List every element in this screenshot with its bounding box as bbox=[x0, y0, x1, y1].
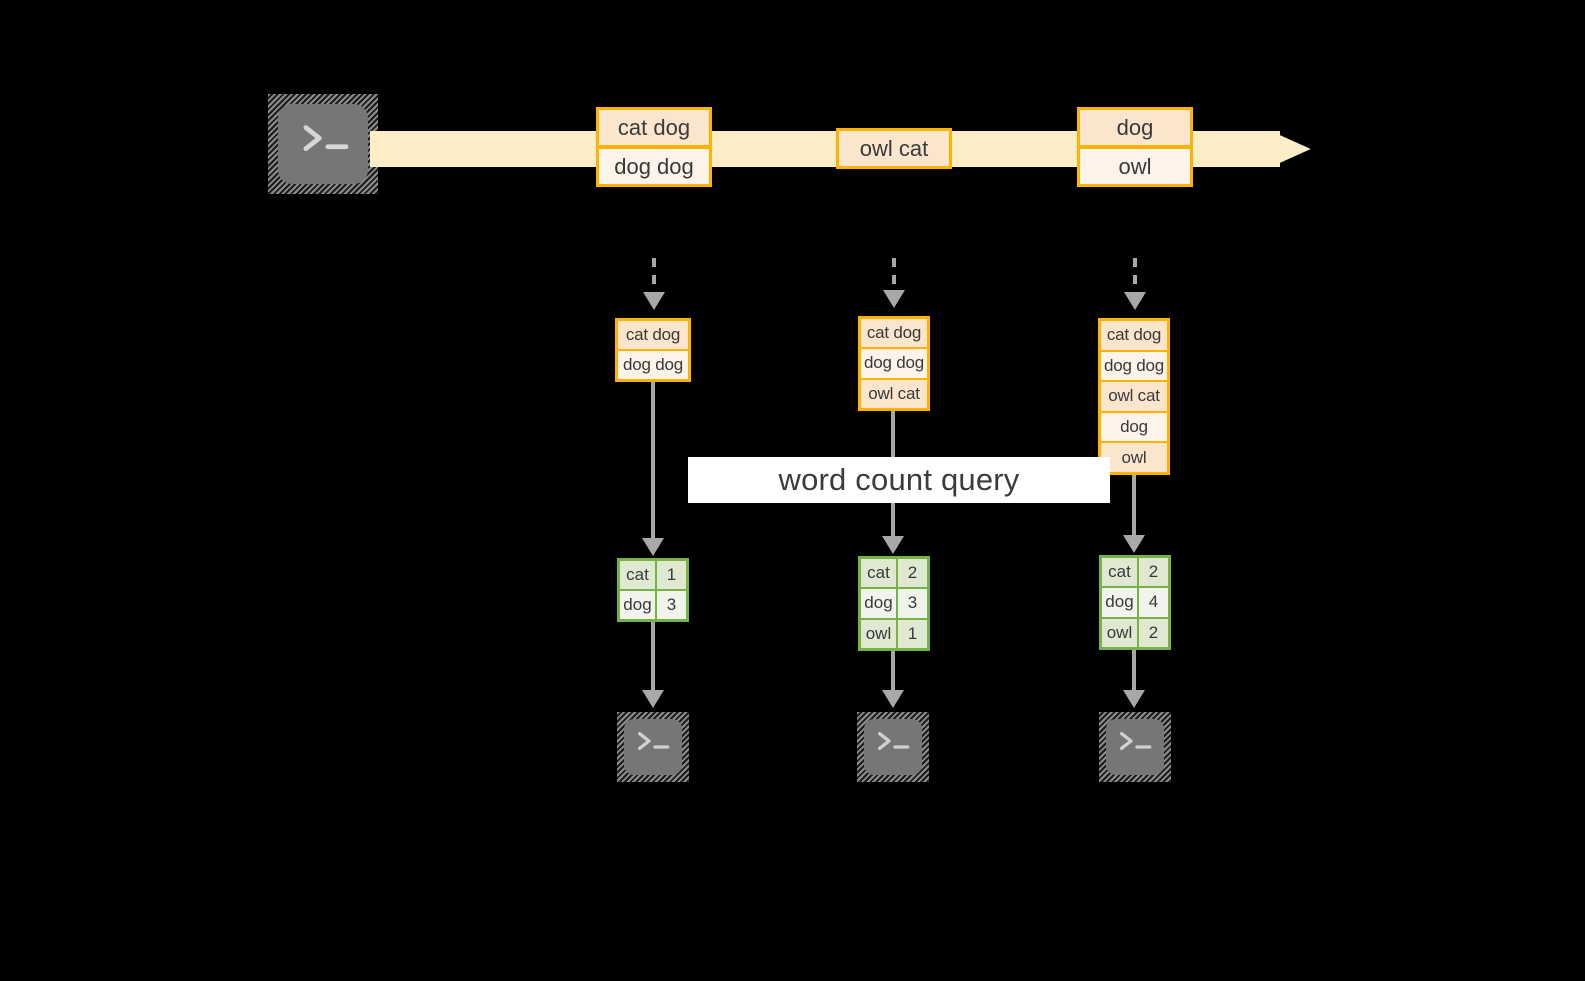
result-count: 4 bbox=[1148, 592, 1159, 612]
source-terminal-icon[interactable] bbox=[268, 94, 378, 194]
query-label: word count query bbox=[778, 462, 1020, 497]
query-label-band: word count query bbox=[688, 457, 1110, 503]
result-word: dog bbox=[1102, 588, 1139, 617]
snapshot-row-label: owl cat bbox=[1108, 386, 1160, 406]
stream-record[interactable]: owl cat bbox=[836, 128, 952, 169]
snapshot-row: owl cat bbox=[1101, 382, 1167, 413]
sink-terminal-icon[interactable] bbox=[617, 712, 689, 782]
snapshot-connector-dashed bbox=[652, 258, 656, 294]
terminal-prompt-glyph bbox=[1120, 732, 1152, 750]
result-count: 3 bbox=[666, 595, 677, 614]
terminal-prompt-glyph bbox=[303, 125, 349, 152]
snapshot-stack[interactable]: cat dog dog dog bbox=[615, 318, 691, 382]
query-connector-arrowhead bbox=[642, 538, 664, 556]
result-count: 2 bbox=[907, 563, 918, 583]
snapshot-row-label: owl bbox=[1121, 447, 1147, 467]
result-count: 1 bbox=[666, 565, 677, 584]
sink-terminal-icon[interactable] bbox=[1099, 712, 1171, 782]
snapshot-row-label: owl cat bbox=[868, 383, 920, 403]
snapshot-connector-arrowhead bbox=[883, 290, 905, 308]
stream-record-label: dog dog bbox=[614, 153, 694, 179]
snapshot-connector-dashed bbox=[892, 258, 896, 292]
query-connector-arrowhead bbox=[882, 536, 904, 554]
result-word: cat bbox=[1102, 558, 1139, 587]
snapshot-row: dog dog bbox=[618, 351, 688, 379]
snapshot-row: cat dog bbox=[861, 319, 927, 350]
snapshot-row: cat dog bbox=[618, 321, 688, 351]
result-table[interactable]: cat 1 dog 3 bbox=[617, 558, 689, 622]
snapshot-row: cat dog bbox=[1101, 321, 1167, 352]
snapshot-row: owl cat bbox=[861, 379, 927, 408]
result-word: owl bbox=[1102, 618, 1139, 647]
stream-band-arrowhead bbox=[1276, 133, 1311, 165]
snapshot-row: owl bbox=[1101, 443, 1167, 472]
result-word: dog bbox=[861, 589, 898, 618]
result-word: cat bbox=[861, 559, 898, 588]
stream-record-label: dog bbox=[1116, 114, 1154, 140]
snapshot-row-label: dog bbox=[1120, 417, 1148, 437]
result-row: owl 1 bbox=[861, 619, 927, 648]
stream-record[interactable]: cat dog bbox=[596, 107, 712, 148]
sink-connector-line bbox=[651, 622, 655, 694]
result-row: cat 1 bbox=[620, 561, 686, 591]
snapshot-connector-dashed bbox=[1133, 258, 1137, 294]
snapshot-row-label: cat dog bbox=[625, 325, 681, 344]
result-word: cat bbox=[620, 561, 657, 589]
stream-record[interactable]: dog dog bbox=[596, 146, 712, 187]
result-row: cat 2 bbox=[861, 559, 927, 590]
sink-connector-line bbox=[1132, 650, 1136, 694]
sink-connector-arrowhead bbox=[1123, 690, 1145, 708]
terminal-prompt-glyph bbox=[878, 732, 910, 750]
snapshot-row-label: dog dog bbox=[1103, 355, 1165, 375]
query-connector-line bbox=[651, 382, 655, 542]
snapshot-connector-arrowhead bbox=[643, 292, 665, 310]
snapshot-row: dog bbox=[1101, 412, 1167, 444]
result-count: 2 bbox=[1148, 622, 1159, 642]
stream-record[interactable]: owl bbox=[1077, 146, 1193, 187]
snapshot-stack[interactable]: cat dog dog dog owl cat dog owl bbox=[1098, 318, 1170, 475]
result-word: owl bbox=[861, 619, 898, 648]
snapshot-row: dog dog bbox=[861, 349, 927, 380]
stream-record-label: owl bbox=[1118, 153, 1152, 179]
result-row: dog 3 bbox=[861, 589, 927, 620]
result-row: dog 3 bbox=[620, 591, 686, 619]
result-count: 1 bbox=[907, 623, 918, 643]
result-row: dog 4 bbox=[1102, 588, 1168, 619]
snapshot-row-label: cat dog bbox=[1106, 325, 1162, 345]
snapshot-row-label: dog dog bbox=[622, 355, 684, 374]
result-table[interactable]: cat 2 dog 3 owl 1 bbox=[858, 556, 930, 651]
result-count: 3 bbox=[907, 593, 918, 613]
sink-connector-arrowhead bbox=[882, 690, 904, 708]
sink-terminal-icon[interactable] bbox=[857, 712, 929, 782]
stream-record-label: owl cat bbox=[859, 135, 929, 161]
result-row: owl 2 bbox=[1102, 618, 1168, 647]
snapshot-row-label: cat dog bbox=[866, 323, 922, 343]
query-connector-line bbox=[1132, 475, 1136, 539]
snapshot-row-label: dog dog bbox=[863, 353, 925, 373]
snapshot-stack[interactable]: cat dog dog dog owl cat bbox=[858, 316, 930, 411]
result-word: dog bbox=[620, 591, 657, 619]
query-connector-arrowhead bbox=[1123, 535, 1145, 553]
result-table[interactable]: cat 2 dog 4 owl 2 bbox=[1099, 555, 1171, 650]
result-count: 2 bbox=[1148, 562, 1159, 582]
sink-connector-line bbox=[891, 651, 895, 694]
terminal-prompt-glyph bbox=[638, 732, 670, 750]
snapshot-row: dog dog bbox=[1101, 351, 1167, 383]
sink-connector-arrowhead bbox=[642, 690, 664, 708]
stream-record[interactable]: dog bbox=[1077, 107, 1193, 148]
snapshot-connector-arrowhead bbox=[1124, 292, 1146, 310]
result-row: cat 2 bbox=[1102, 558, 1168, 589]
stream-record-label: cat dog bbox=[617, 114, 691, 140]
